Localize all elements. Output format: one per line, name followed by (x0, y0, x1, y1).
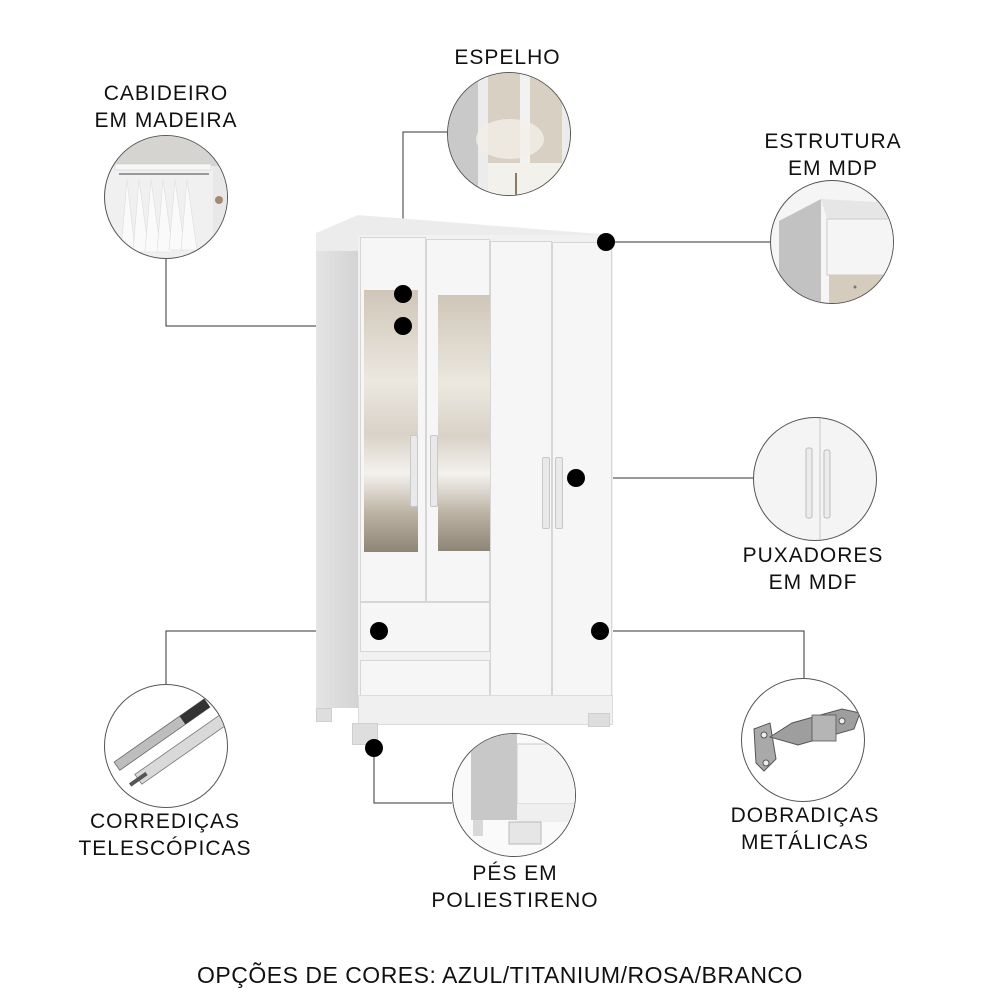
mirror-door-right (426, 239, 490, 602)
foot (316, 708, 332, 722)
label-estrutura: ESTRUTURA EM MDP (764, 130, 902, 180)
mirror-panel (364, 290, 418, 552)
handle (410, 435, 418, 507)
marker-puxadores (567, 469, 585, 487)
marker-espelho (394, 285, 412, 303)
label-dobradicas: DOBRADIÇAS METÁLICAS (730, 804, 880, 854)
drawer-slide-icon (104, 684, 228, 808)
marker-corredicas (370, 622, 388, 640)
mirror-icon (447, 72, 571, 196)
handle (542, 457, 550, 529)
clothes-rail-icon (104, 135, 228, 259)
wardrobe-base (358, 695, 613, 725)
handle (430, 435, 438, 507)
handle-icon (753, 417, 877, 541)
label-espelho: ESPELHO (454, 46, 561, 69)
label-pes: PÉS EM POLIESTIRENO (431, 862, 599, 912)
structure-icon (770, 180, 894, 304)
marker-dobradicas (591, 622, 609, 640)
marker-cabideiro (394, 317, 412, 335)
marker-estrutura (597, 233, 615, 251)
hinge-icon (741, 678, 865, 802)
color-options-text: OPÇÕES DE CORES: AZUL/TITANIUM/ROSA/BRAN… (197, 962, 803, 988)
marker-pes (365, 739, 383, 757)
wardrobe-side-panel (316, 233, 358, 708)
mirror-panel (438, 295, 490, 551)
foot-icon (452, 733, 576, 857)
label-puxadores: PUXADORES EM MDF (742, 544, 884, 594)
label-cabideiro: CABIDEIRO EM MADEIRA (94, 82, 238, 132)
handle (555, 457, 563, 529)
label-corredicas: CORREDIÇAS TELESCÓPICAS (78, 810, 252, 860)
mirror-door-left (360, 237, 426, 602)
door-3 (490, 241, 552, 699)
foot (588, 713, 610, 727)
